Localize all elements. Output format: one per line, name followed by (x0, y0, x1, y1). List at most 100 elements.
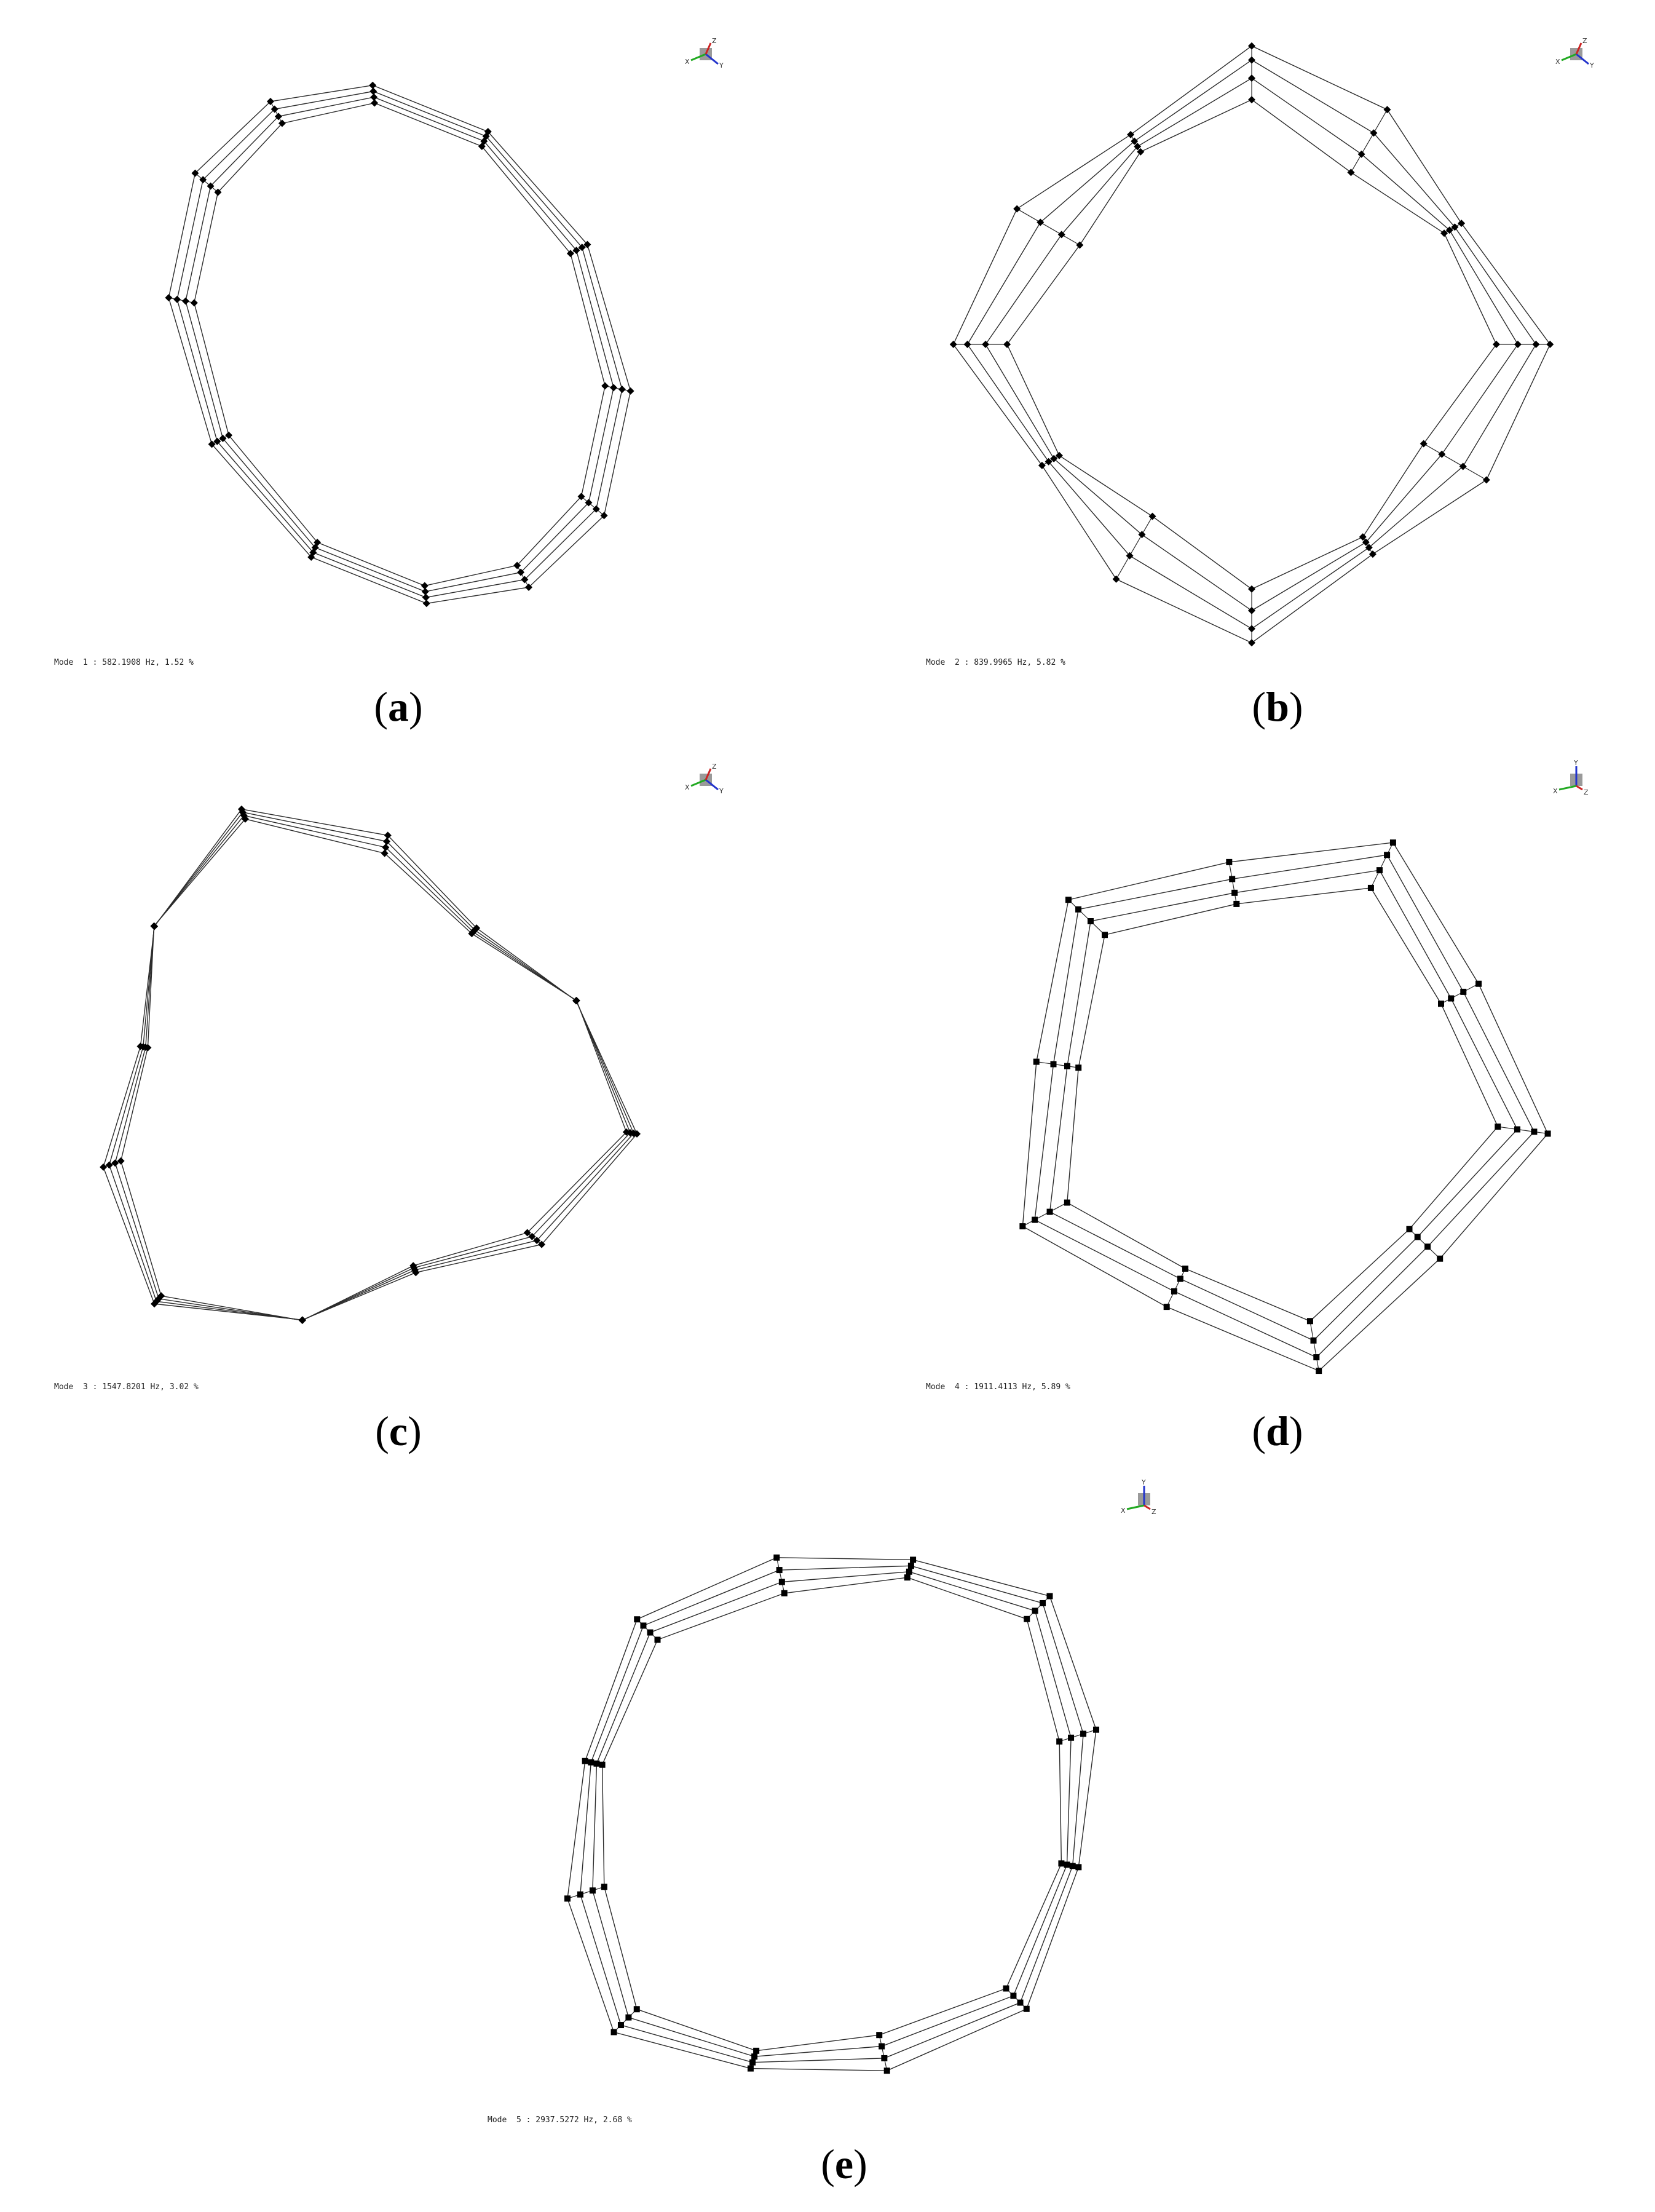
node-marker (100, 1163, 108, 1171)
node-marker (773, 1554, 780, 1561)
node-marker (781, 1590, 788, 1596)
ring-line-c-1 (108, 812, 634, 1321)
node-marker (165, 294, 173, 302)
node-marker (577, 493, 585, 501)
node-marker (749, 2059, 756, 2066)
mode-shape-group-c (100, 805, 641, 1325)
node-marker (1359, 533, 1367, 541)
connector-line-b (1129, 534, 1142, 557)
node-marker (105, 1161, 113, 1169)
triad-y-axis (705, 53, 719, 65)
node-marker (1248, 639, 1255, 647)
connector-line-b (1040, 222, 1062, 235)
mode-shape-d (1019, 839, 1551, 1374)
node-marker (523, 1229, 531, 1237)
node-marker (381, 849, 389, 857)
node-marker (577, 1891, 583, 1898)
ring-line-b-2 (985, 77, 1519, 611)
triad-label-y: Y (719, 787, 724, 795)
node-marker (1514, 1126, 1521, 1133)
node-marker (1406, 1226, 1413, 1232)
panel-label-b: (b) (1252, 683, 1303, 730)
node-marker (271, 105, 278, 113)
node-marker (1482, 476, 1490, 484)
ring-line-e-3 (601, 1577, 1062, 2051)
node-marker (583, 240, 591, 248)
node-marker (173, 295, 181, 303)
mode-caption-b: Mode 2 : 839.9965 Hz, 5.82 % (926, 658, 1065, 667)
node-marker (144, 1044, 152, 1052)
mode-shape-group-b (949, 42, 1554, 647)
node-marker (1248, 74, 1255, 82)
node-marker (409, 1262, 417, 1270)
connector-line-d (1498, 1126, 1518, 1130)
mode-shape-group-e (564, 1554, 1099, 2074)
node-marker (370, 93, 378, 101)
ring-line-b-1 (966, 59, 1537, 630)
node-marker (1131, 137, 1139, 145)
node-marker (1024, 1615, 1030, 1622)
node-marker (982, 341, 990, 348)
node-marker (610, 2029, 617, 2036)
triad-label-y: Y (1589, 61, 1594, 69)
node-marker (1019, 1223, 1026, 1230)
connector-line-b (1361, 132, 1374, 155)
node-marker (1414, 1234, 1421, 1240)
node-marker (1182, 1265, 1188, 1272)
connector-line-b (1423, 443, 1442, 455)
node-marker (949, 341, 957, 348)
ring-line-d-1 (1034, 854, 1535, 1358)
node-marker (1448, 995, 1455, 1002)
triad-label-x: X (685, 783, 690, 791)
ring-line-b-0 (952, 45, 1551, 644)
node-marker (572, 247, 580, 255)
connector-line-b (1441, 454, 1464, 467)
node-marker (585, 499, 593, 507)
node-marker (1458, 220, 1466, 228)
ring-line-a-2 (185, 97, 614, 592)
node-marker (1383, 106, 1391, 114)
node-marker (533, 1237, 541, 1245)
node-marker (1023, 2005, 1030, 2012)
node-marker (152, 1298, 160, 1306)
node-marker (1233, 900, 1240, 907)
node-marker (1032, 1216, 1038, 1223)
ring-line-e-0 (567, 1557, 1097, 2071)
node-marker (633, 2006, 640, 2013)
triad-z-axis (705, 768, 712, 780)
triad-label-z: Z (712, 763, 717, 771)
node-marker (225, 431, 233, 439)
node-marker (572, 997, 580, 1005)
node-marker (1362, 538, 1370, 546)
node-marker (422, 600, 430, 608)
node-marker (906, 1568, 912, 1575)
node-marker (181, 297, 189, 305)
ring-line-d-2 (1049, 870, 1518, 1341)
node-marker (1064, 1063, 1071, 1069)
node-marker (1055, 451, 1063, 459)
node-marker (517, 568, 525, 576)
node-marker (1069, 1863, 1076, 1869)
node-marker (219, 434, 227, 442)
node-marker (618, 386, 626, 394)
node-marker (199, 176, 207, 184)
triad-label-x: X (1121, 1507, 1126, 1515)
node-marker (1134, 143, 1142, 151)
panel-label-d: (d) (1252, 1408, 1303, 1454)
mode-caption-c: Mode 3 : 1547.8201 Hz, 3.02 % (54, 1382, 199, 1392)
node-marker (1437, 1255, 1444, 1262)
panel-label-e: (e) (821, 2141, 867, 2187)
node-marker (1075, 1064, 1082, 1071)
node-marker (1440, 229, 1448, 237)
node-marker (592, 505, 600, 513)
node-marker (1226, 858, 1233, 865)
ring-line-c-2 (114, 815, 631, 1321)
node-marker (1050, 1061, 1057, 1068)
triad-x-axis (1126, 1504, 1145, 1510)
node-marker (1138, 531, 1146, 539)
triad-x-axis (1558, 785, 1577, 791)
